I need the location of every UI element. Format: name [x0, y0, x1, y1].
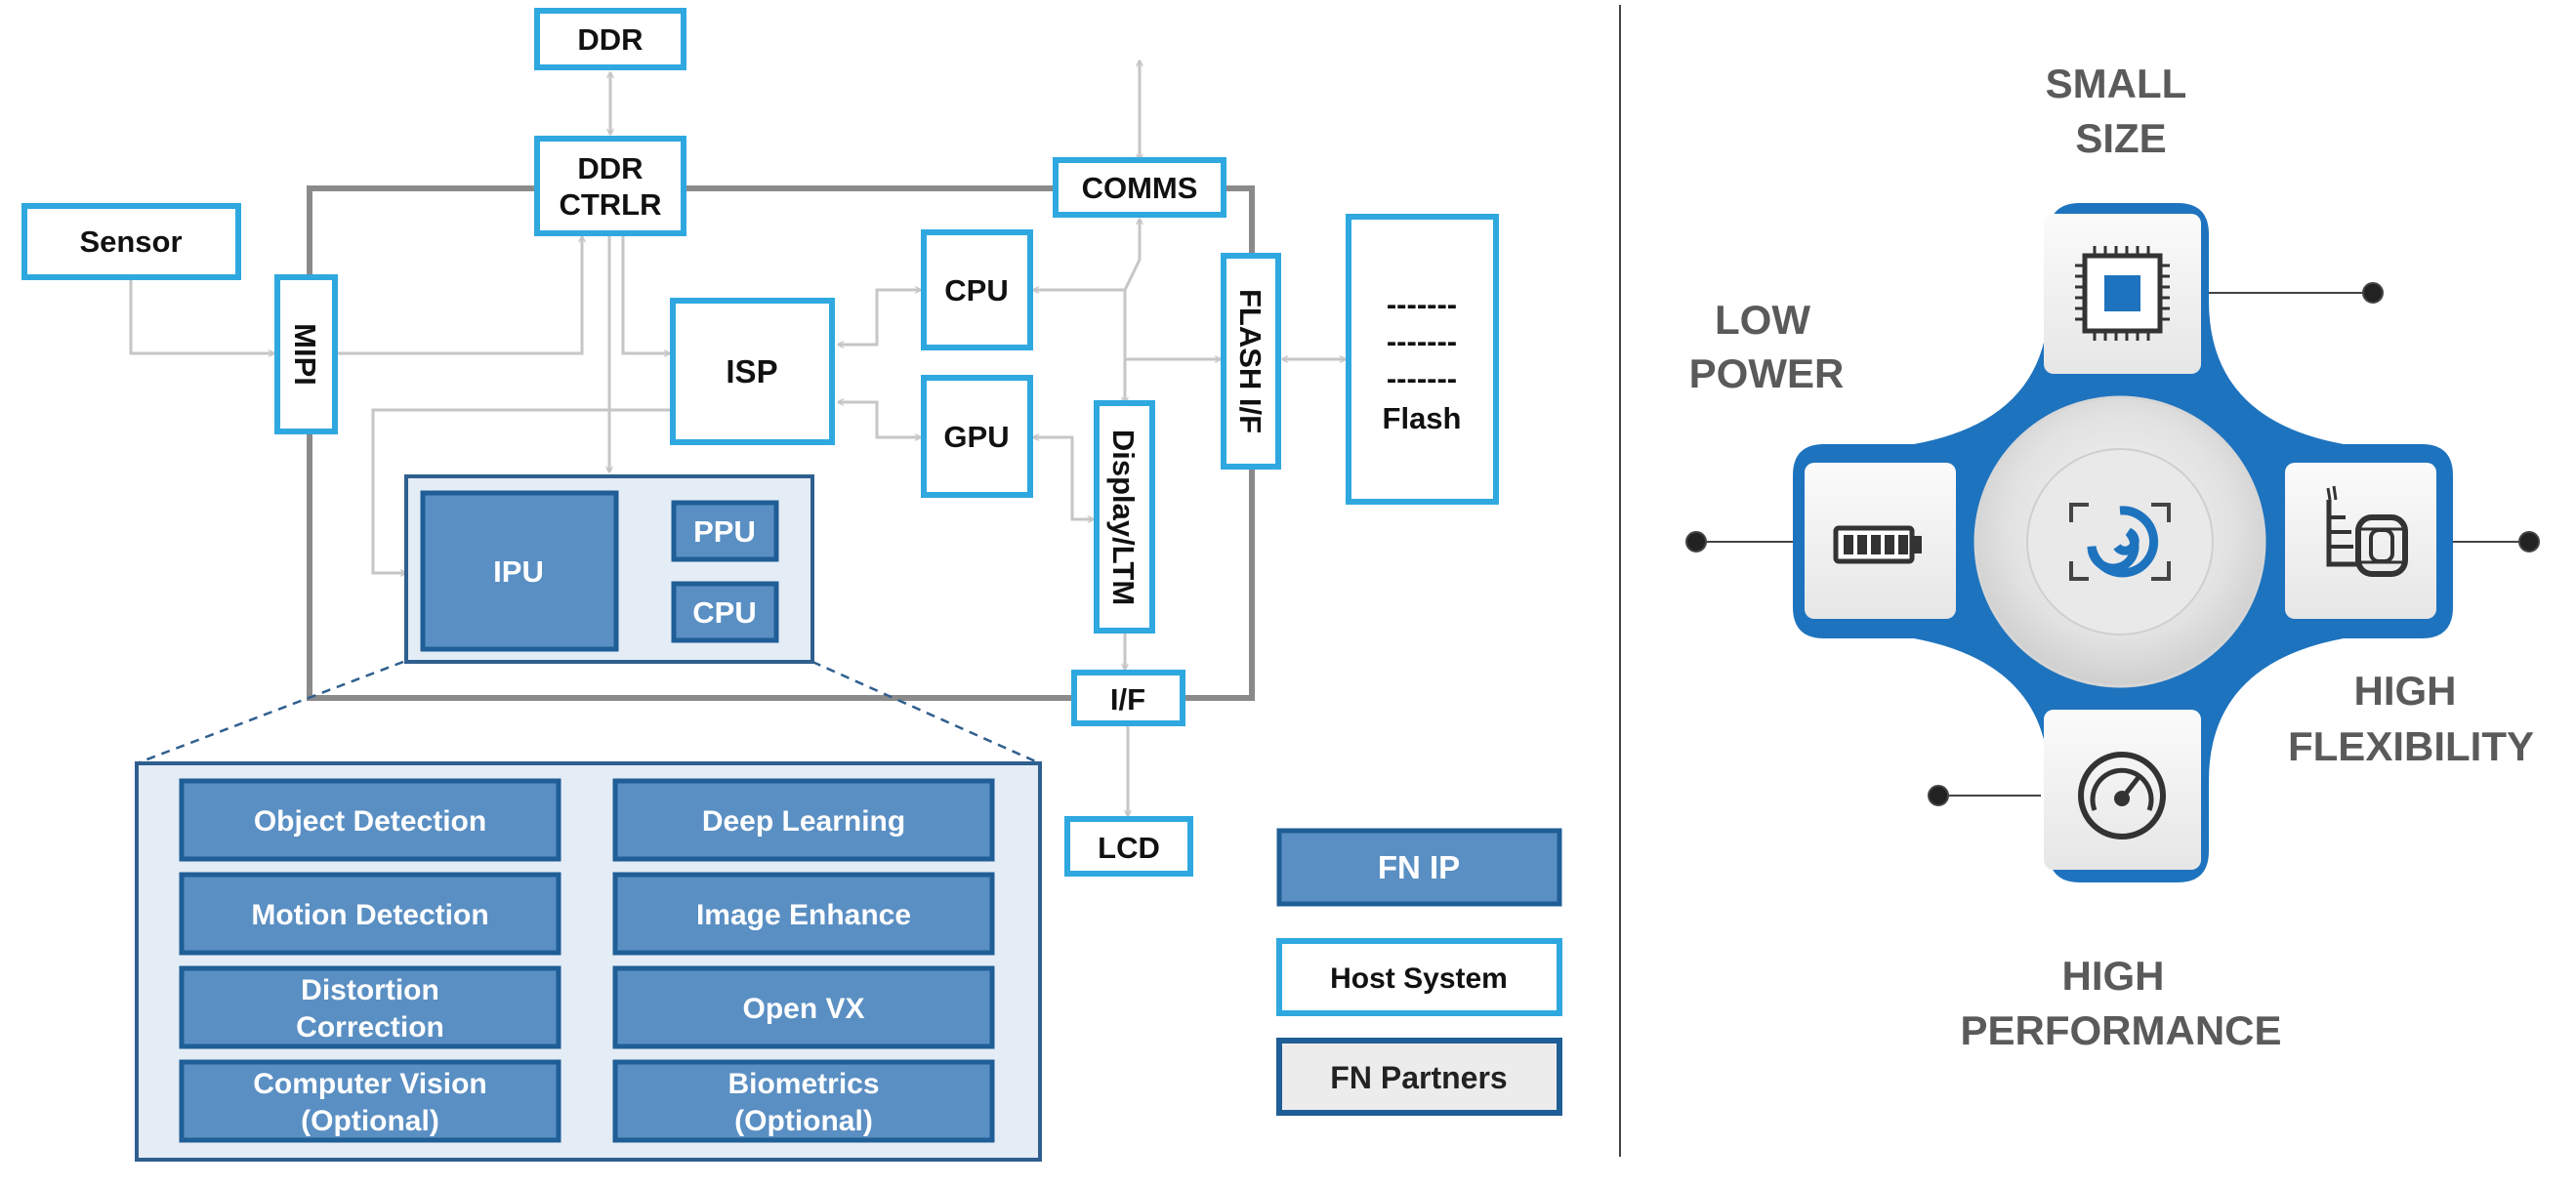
function-box: [179, 965, 561, 1049]
isp-block: [670, 298, 835, 445]
lens-logo-icon: [2069, 503, 2171, 581]
tire-icon: [2326, 485, 2408, 577]
low-power-label-2: POWER: [1689, 350, 1845, 396]
high-performance-tile: [2044, 710, 2201, 870]
lcd-block: [1064, 816, 1193, 877]
flash-if-block: [1221, 253, 1281, 470]
small-size-label-1: SMALL: [2046, 61, 2187, 106]
isp-label: ISP: [726, 353, 777, 389]
high-flexibility-dot: [2518, 531, 2540, 553]
ipu-block: [420, 490, 619, 652]
sensor-label: Sensor: [79, 225, 182, 259]
sensor-block: [21, 203, 241, 280]
display-ltm-label: Display/LTM: [1106, 430, 1141, 605]
function-box: [612, 965, 995, 1049]
flash-dash-3: -------: [1387, 361, 1457, 395]
function-box: [179, 778, 561, 862]
high-performance-label-1: HIGH: [2062, 953, 2165, 999]
if-block: [1071, 670, 1185, 726]
ppu-block: [671, 500, 779, 562]
if-label: I/F: [1110, 682, 1145, 716]
legend-fn-ip-swatch: [1276, 828, 1562, 907]
gpu-label: GPU: [943, 420, 1009, 454]
function-label: Open VX: [742, 993, 864, 1025]
high-flexibility-label-1: HIGH: [2354, 668, 2457, 714]
function-box: [179, 1059, 561, 1143]
function-label: (Optional): [734, 1105, 873, 1137]
function-box: [612, 872, 995, 956]
flash-dash-2: -------: [1387, 324, 1457, 358]
chip-icon: [2075, 246, 2170, 341]
comms-block: [1053, 157, 1226, 218]
low-power-label-1: LOW: [1715, 297, 1810, 343]
flash-dash-1: -------: [1387, 287, 1457, 321]
cpu-ipu-label: CPU: [692, 595, 756, 630]
ddr-ctrlr-block: [534, 136, 686, 236]
gauge-icon: [2078, 752, 2166, 839]
connectors: [129, 61, 1346, 816]
comms-label: COMMS: [1082, 171, 1198, 205]
function-label: Image Enhance: [696, 899, 911, 931]
ddr-ctrlr-label-2: CTRLR: [559, 187, 661, 222]
lcd-label: LCD: [1098, 831, 1160, 865]
gpu-block: [921, 375, 1033, 498]
cpu-ipu-block: [671, 581, 779, 643]
cpu-host-label: CPU: [944, 273, 1008, 307]
function-label: Distortion: [301, 974, 439, 1006]
zoom-line-right: [811, 660, 1041, 765]
legend-host-label: Host System: [1330, 962, 1508, 995]
high-performance-label-2: PERFORMANCE: [1960, 1007, 2281, 1053]
function-label: Motion Detection: [251, 899, 488, 931]
function-label: Biometrics: [727, 1068, 879, 1100]
legend-fn-ip-label: FN IP: [1378, 849, 1460, 885]
legend: [1276, 828, 1562, 1116]
function-label: Computer Vision: [253, 1068, 486, 1100]
function-label: Deep Learning: [702, 805, 905, 838]
function-box: [179, 872, 561, 956]
flash-label: Flash: [1383, 401, 1462, 435]
legend-host-swatch: [1276, 938, 1562, 1016]
battery-icon: [1833, 525, 1922, 564]
display-ltm-block: [1094, 400, 1155, 634]
cpu-host-block: [921, 229, 1033, 350]
ddr-block: [534, 8, 686, 70]
mipi-label: MIPI: [288, 323, 322, 386]
function-label: (Optional): [301, 1105, 439, 1137]
hub-inner: [2026, 448, 2214, 635]
function-box: [612, 1059, 995, 1143]
legend-partners-swatch: [1276, 1038, 1562, 1116]
ppu-label: PPU: [693, 514, 756, 549]
flash-block: [1346, 214, 1499, 505]
function-label: Object Detection: [254, 805, 486, 838]
high-flexibility-label-2: FLEXIBILITY: [2288, 723, 2534, 769]
low-power-dot: [1685, 531, 1707, 553]
small-size-dot: [2362, 282, 2384, 304]
flash-if-label: FLASH I/F: [1233, 289, 1267, 433]
small-size-label-2: SIZE: [2075, 115, 2166, 161]
ddr-label: DDR: [577, 22, 643, 57]
high-performance-dot: [1928, 785, 1949, 806]
function-box: [612, 778, 995, 862]
function-label: Correction: [296, 1011, 444, 1044]
legend-partners-label: FN Partners: [1330, 1060, 1507, 1095]
mipi-block: [274, 274, 338, 434]
feature-wheel: SMALL SIZE LOW POWER HIGH FLEXIBILITY HI…: [1685, 61, 2540, 1053]
zoom-line-left: [136, 660, 404, 765]
ddr-ctrlr-label-1: DDR: [577, 151, 643, 185]
ipu-label: IPU: [493, 554, 544, 589]
